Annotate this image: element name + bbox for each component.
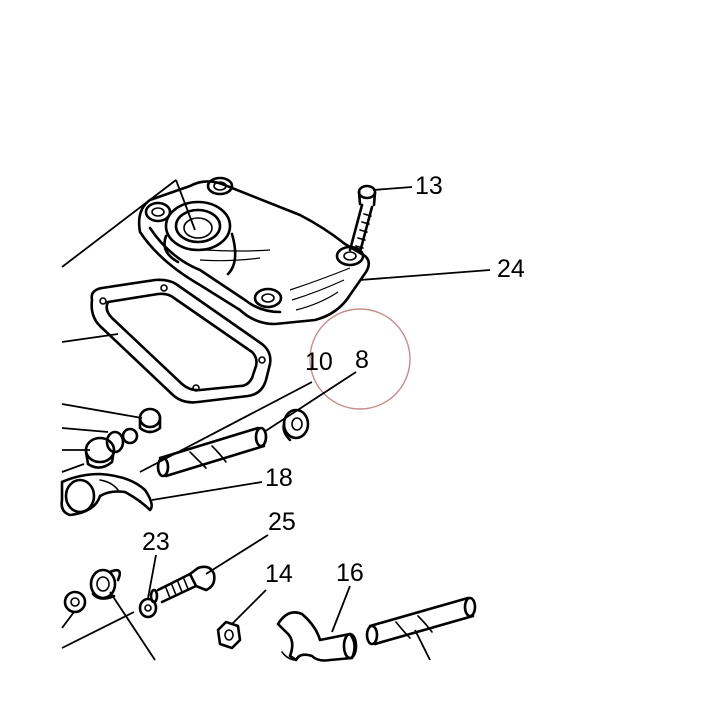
- small-parts-left: [84, 407, 162, 469]
- leader-lines: [61, 179, 491, 661]
- nut-14: [216, 620, 242, 650]
- callout-24: 24: [497, 255, 525, 283]
- bolt-25: [149, 565, 216, 604]
- shift-shaft-lower: [365, 596, 477, 646]
- callout-13: 13: [415, 172, 443, 200]
- cover-gasket: [90, 278, 272, 404]
- cover-screw: [348, 184, 377, 254]
- highlight-circle: [309, 308, 411, 410]
- callout-23: 23: [142, 528, 170, 556]
- callout-18: 18: [265, 464, 293, 492]
- callout-25: 25: [268, 508, 296, 536]
- callout-10: 10: [305, 348, 333, 376]
- bearing-parts-23: [63, 568, 158, 619]
- shift-fork-18: [60, 472, 153, 517]
- top-cover: [137, 176, 371, 326]
- washer: [282, 408, 310, 442]
- callout-14: 14: [265, 560, 293, 588]
- shift-fork-16: [276, 611, 358, 662]
- callout-16: 16: [336, 559, 364, 587]
- callout-8: 8: [355, 346, 369, 374]
